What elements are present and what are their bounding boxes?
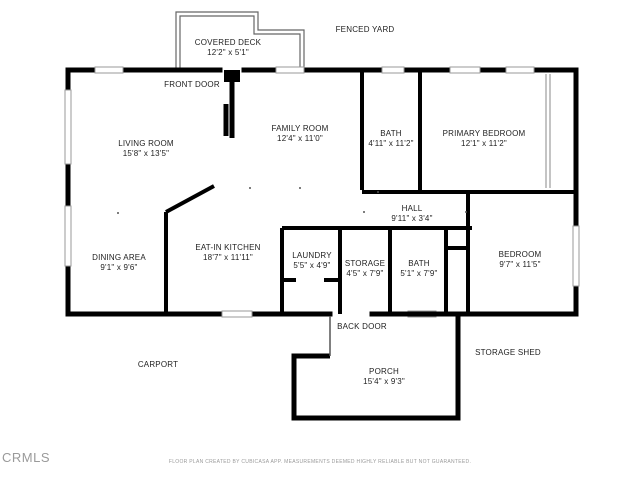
bedroom-label: BEDROOM 9'7" x 11'5" [488, 250, 552, 270]
eat-in-kitchen-dims: 18'7" x 11'11" [203, 253, 253, 262]
porch-label: PORCH 15'4" x 9'3" [346, 367, 422, 387]
bath-top-dims: 4'11" x 11'2" [368, 139, 414, 148]
storage-dims: 4'5" x 7'9" [346, 269, 384, 278]
back-door-label: BACK DOOR [337, 322, 387, 331]
front-door-block [224, 70, 240, 82]
laundry-label: LAUNDRY 5'5" x 4'9" [286, 251, 338, 271]
primary-bedroom-name: PRIMARY BEDROOM [442, 129, 526, 138]
living-room-dims: 15'8" x 13'5" [122, 149, 170, 158]
fenced-yard-label: FENCED YARD [335, 25, 395, 34]
bath-mid-label: BATH 5'1" x 7'9" [392, 259, 446, 279]
front-door-frame [223, 78, 235, 138]
storage-shed-label: STORAGE SHED [475, 348, 541, 357]
family-room-dims: 12'4" x 11'0" [277, 134, 323, 143]
opening-ticks [117, 187, 467, 214]
covered-deck-outline [175, 11, 305, 70]
front-door-label: FRONT DOOR [164, 80, 220, 89]
covered-deck-name: COVERED DECK [194, 38, 262, 47]
laundry-dims: 5'5" x 4'9" [293, 261, 331, 270]
eat-in-kitchen-label: EAT-IN KITCHEN 18'7" x 11'11" [188, 243, 268, 263]
bath-top-name: BATH [380, 129, 402, 138]
primary-bedroom-label: PRIMARY BEDROOM 12'1" x 11'2" [436, 129, 532, 149]
floorplan-credit: FLOOR PLAN CREATED BY CUBICASA APP. MEAS… [168, 459, 472, 465]
porch-name: PORCH [369, 367, 399, 376]
hall-name: HALL [401, 204, 423, 213]
carport-label: CARPORT [137, 360, 179, 369]
bedroom-name: BEDROOM [498, 250, 542, 259]
bath-top-label: BATH 4'11" x 11'2" [362, 129, 420, 149]
covered-deck-dims: 12'2" x 5'1" [207, 48, 249, 57]
storage-label: STORAGE 4'5" x 7'9" [340, 259, 390, 279]
dining-area-name: DINING AREA [92, 253, 146, 262]
family-room-name: FAMILY ROOM [271, 124, 329, 133]
laundry-name: LAUNDRY [292, 251, 332, 260]
bath-mid-name: BATH [408, 259, 430, 268]
closet-lines [545, 74, 551, 188]
family-room-label: FAMILY ROOM 12'4" x 11'0" [260, 124, 340, 144]
covered-deck-label: COVERED DECK 12'2" x 5'1" [190, 38, 266, 58]
bedroom-dims: 9'7" x 11'5" [499, 260, 541, 269]
dining-area-dims: 9'1" x 9'6" [100, 263, 138, 272]
living-room-label: LIVING ROOM 15'8" x 13'5" [106, 139, 186, 159]
bath-mid-dims: 5'1" x 7'9" [400, 269, 438, 278]
primary-bedroom-dims: 12'1" x 11'2" [461, 139, 507, 148]
porch-dims: 15'4" x 9'3" [363, 377, 405, 386]
interior-walls [164, 70, 576, 314]
watermark: CRMLS [2, 450, 51, 465]
eat-in-kitchen-name: EAT-IN KITCHEN [195, 243, 261, 252]
living-room-name: LIVING ROOM [118, 139, 174, 148]
storage-name: STORAGE [344, 259, 386, 268]
hall-label: HALL 9'11" x 3'4" [382, 204, 442, 224]
porch-walls [291, 311, 461, 421]
dining-area-label: DINING AREA 9'1" x 9'6" [84, 253, 154, 273]
hall-dims: 9'11" x 3'4" [391, 214, 433, 223]
